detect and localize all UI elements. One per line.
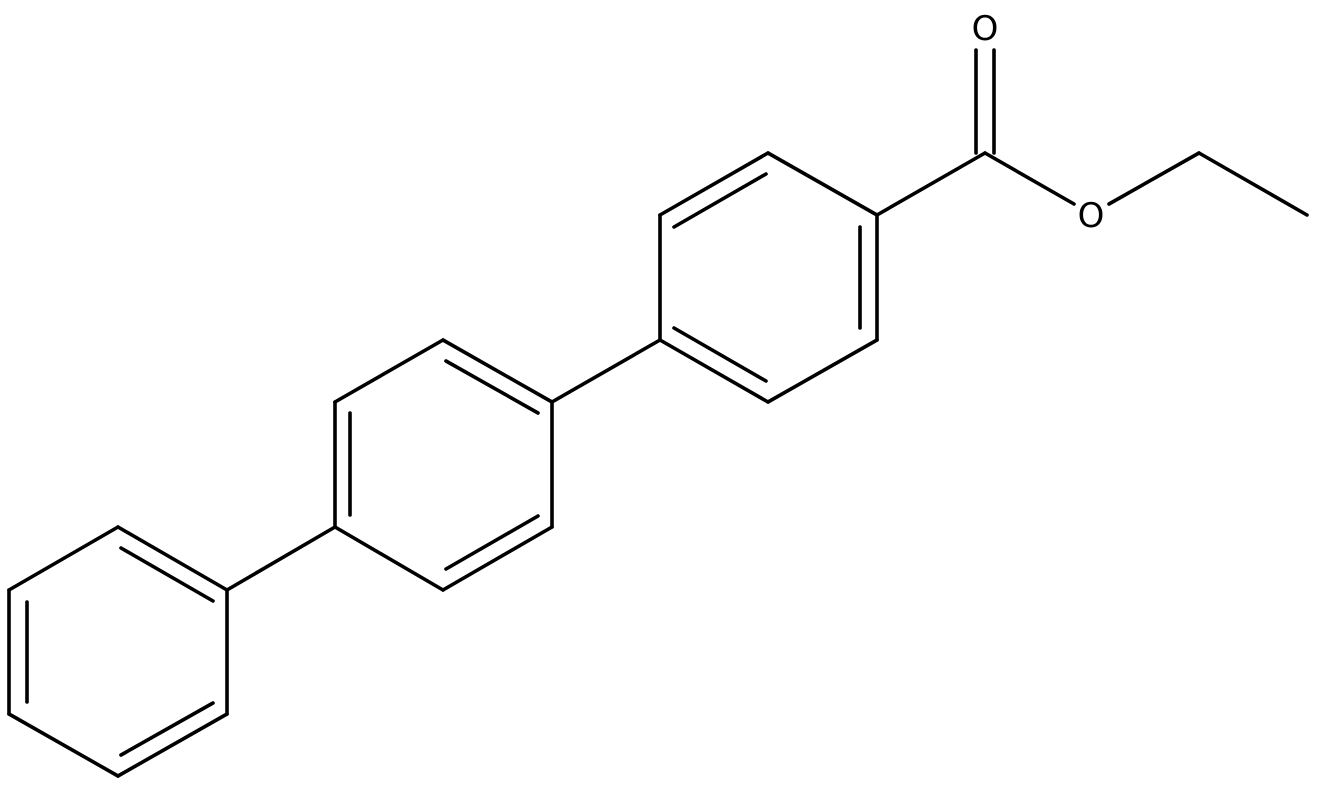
bond-biaryl-2 [550, 338, 662, 404]
bond-r2-d-inner [444, 359, 540, 415]
bond-r1-d [7, 712, 120, 778]
bond-r3-d [766, 151, 879, 217]
bond-ester-o-ch2 [1107, 151, 1201, 206]
bond-r1-c-inner [119, 701, 215, 757]
bond-r1-c [116, 712, 229, 778]
bond-ch2-ch3 [1197, 151, 1309, 217]
bond-r2-b [441, 525, 554, 592]
ester-oxygen-label: O [1078, 196, 1105, 236]
bond-ring-carbonyl [875, 151, 987, 217]
bond-biaryl-1 [225, 525, 337, 592]
carbonyl-oxygen-label: O [972, 9, 999, 49]
phenyl-ring-terminal [7, 525, 229, 778]
bond-r3-e [658, 151, 770, 217]
bond-r2-e [333, 338, 445, 404]
bond-r1-a-inner [119, 546, 215, 603]
bond-r2-b-inner [444, 514, 540, 571]
bond-r3-a [658, 338, 770, 404]
bond-r1-f [7, 525, 120, 592]
ethyl-ester-group: O O [875, 9, 1309, 236]
bond-r3-b [766, 338, 879, 404]
bond-r2-a [333, 525, 445, 592]
bond-r3-e-inner [672, 172, 768, 229]
bond-r3-a-inner [672, 326, 768, 383]
phenylene-ring-central [333, 338, 554, 592]
benzoate-ring [658, 151, 879, 404]
bond-r1-a [116, 525, 229, 592]
bond-carbonyl-ester-o [983, 151, 1076, 206]
bond-r2-d [441, 338, 554, 404]
